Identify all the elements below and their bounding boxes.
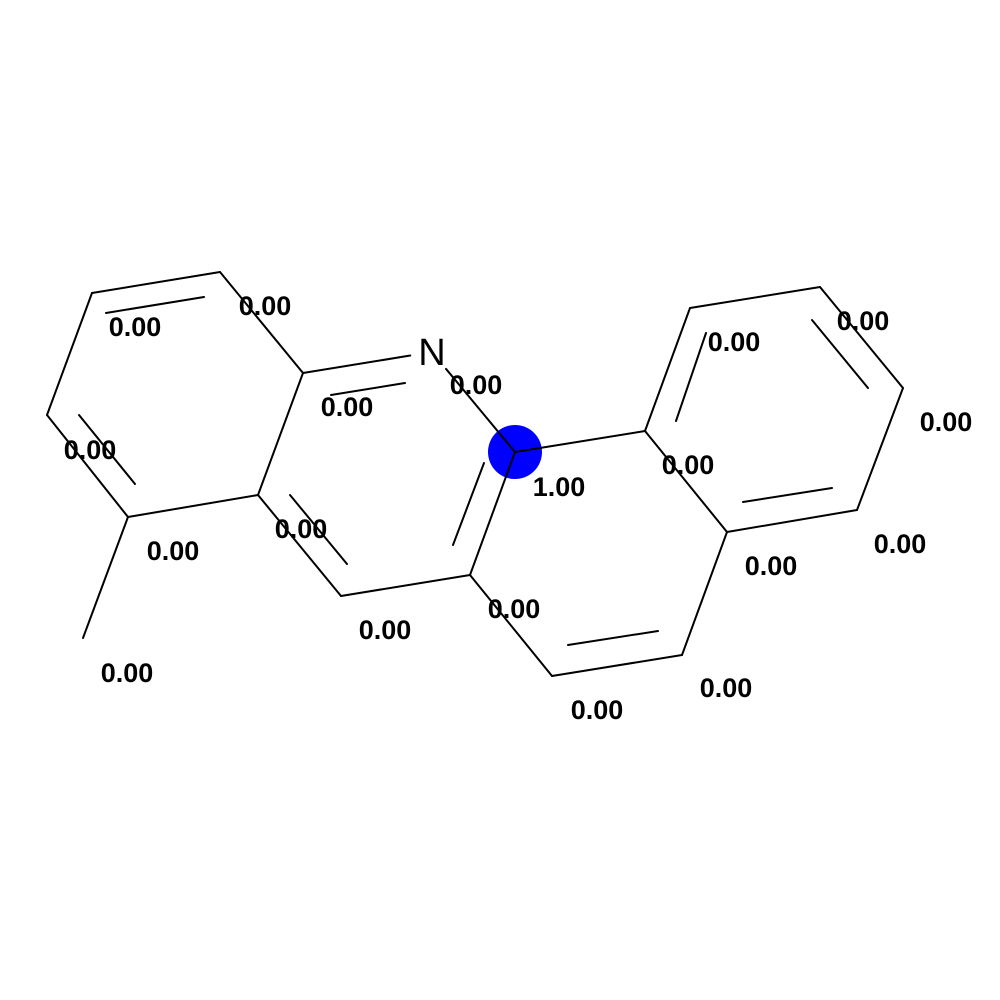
weight-label-a14: 0.00 (874, 529, 927, 559)
bond-a3-a4 (127, 494, 259, 518)
double-bond-inner-9 (567, 630, 659, 646)
bond-a8-a9 (445, 367, 516, 453)
bond-a6-a1 (91, 271, 221, 294)
weight-label-a5: 0.00 (64, 435, 117, 465)
bond-a9-a10 (514, 430, 646, 453)
double-bond-inner-1 (105, 296, 205, 314)
double-bond-inner-2 (78, 414, 136, 485)
weight-label-a3: 0.00 (275, 514, 328, 544)
atom-weight-labels: 0.00 0.00 0.00 0.00 0.00 0.00 0.00 1.00 0.00 0.00… (64, 291, 973, 725)
weight-label-a1: 0.00 (239, 291, 292, 321)
double-bond-inner-4 (289, 494, 348, 565)
weight-label-a11: 0.00 (708, 327, 761, 357)
bond-a15-a10 (644, 430, 728, 533)
weight-label-a13: 0.00 (920, 407, 973, 437)
bond-a5-a6 (46, 292, 93, 416)
bond-a2-a8 (302, 354, 412, 374)
bond-a18-a9 (469, 451, 516, 576)
bond-a12-a13 (819, 286, 904, 389)
weight-label-a19: 0.00 (359, 615, 412, 645)
weight-label-a9: 1.00 (533, 472, 586, 502)
weight-label-a6: 0.00 (109, 312, 162, 342)
bond-a4-a20 (82, 516, 129, 639)
weight-label-a20: 0.00 (101, 658, 154, 688)
weight-label-a12: 0.00 (837, 306, 890, 336)
bond-a17-a18 (469, 574, 553, 677)
bond-a15-a16 (681, 531, 728, 656)
double-bond-inner-7 (811, 319, 869, 389)
atom-symbols: N (418, 332, 445, 374)
bond-a19-a3 (257, 494, 342, 597)
weight-label-a15: 0.00 (745, 551, 798, 581)
weight-label-a16: 0.00 (700, 673, 753, 703)
bonds (46, 271, 904, 677)
bond-a13-a14 (856, 387, 904, 511)
weight-label-a2: 0.00 (321, 392, 374, 422)
bond-a14-a15 (726, 509, 858, 533)
weight-label-a8: 0.00 (450, 370, 503, 400)
double-bond-inner-6 (675, 332, 707, 422)
bond-a2-a3 (257, 372, 304, 496)
weight-label-a4: 0.00 (147, 536, 200, 566)
bond-a1-a2 (219, 271, 304, 374)
bond-a18-a19 (340, 574, 471, 597)
weight-label-a18: 0.00 (488, 594, 541, 624)
weight-label-a17: 0.00 (571, 695, 624, 725)
bond-a10-a11 (644, 307, 691, 432)
double-bond-inner-8 (742, 487, 833, 503)
bond-a4-a5 (46, 414, 129, 518)
weight-label-a10: 0.00 (662, 450, 715, 480)
bond-a16-a17 (551, 654, 683, 677)
bond-a11-a12 (689, 286, 821, 309)
double-bond-inner-5 (452, 462, 485, 546)
atom-symbol-a8: N (418, 332, 445, 374)
double-bond-inner-3 (330, 382, 406, 396)
